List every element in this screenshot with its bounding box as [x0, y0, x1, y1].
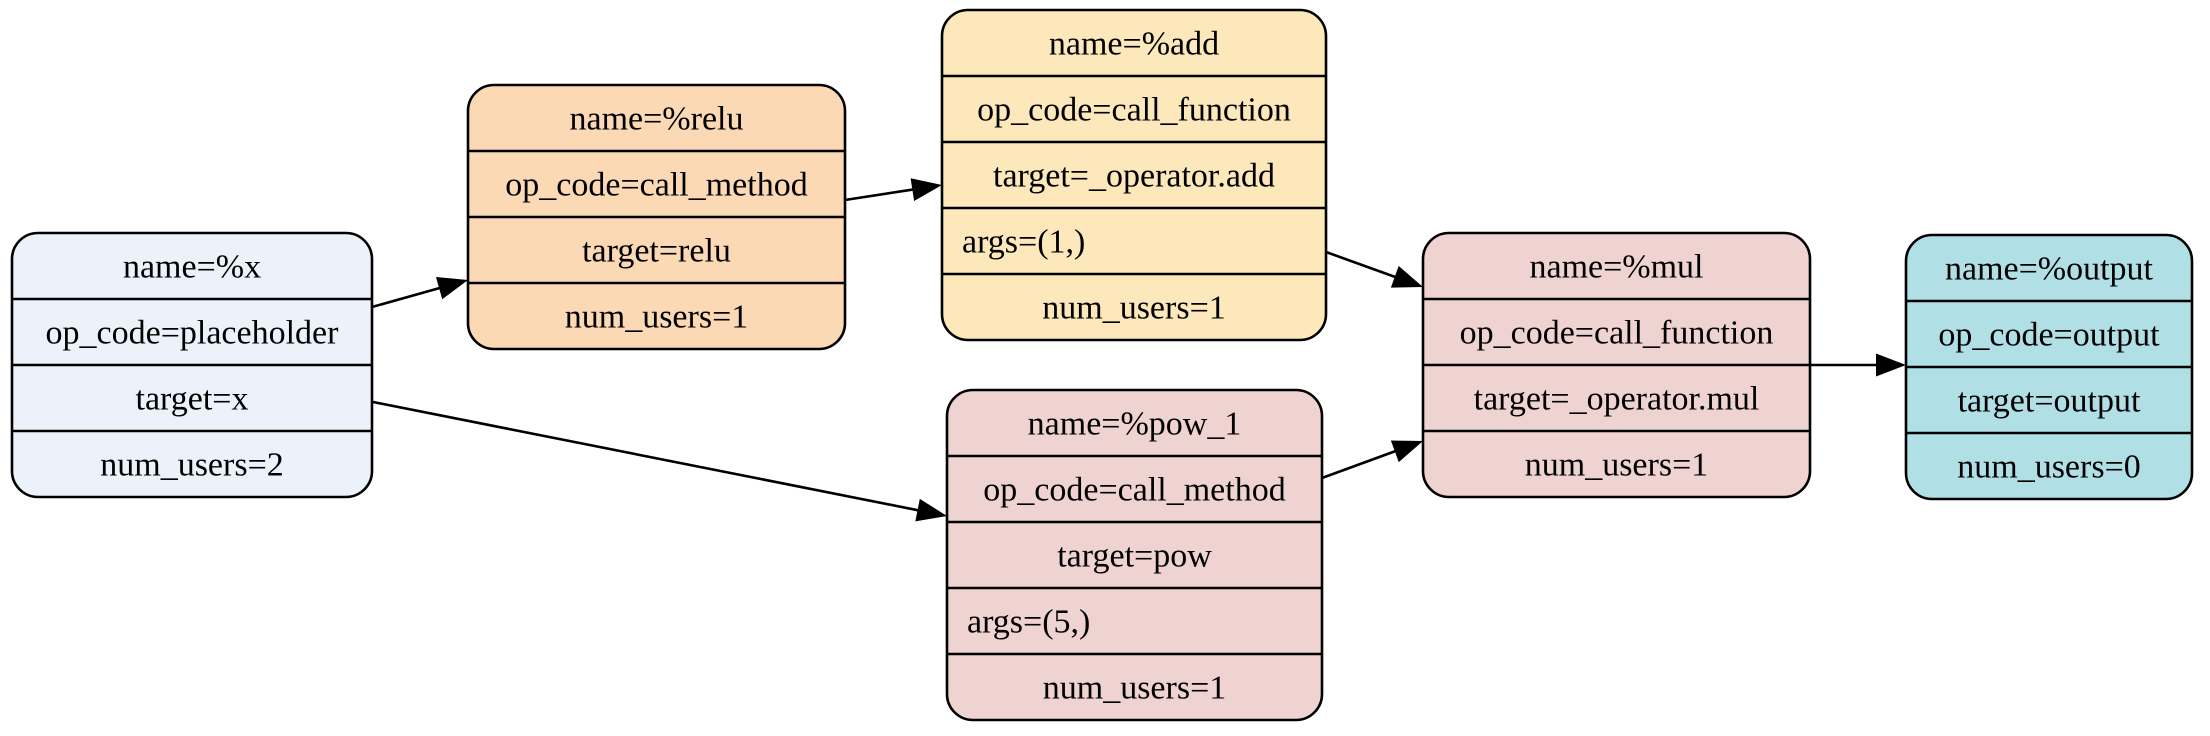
arrowhead-icon [1390, 440, 1423, 463]
node-x-row-3-label: num_users=2 [100, 447, 284, 484]
arrowhead-icon [1876, 353, 1906, 377]
node-mul-row-1-label: op_code=call_function [1460, 315, 1774, 352]
node-relu-row-2-label: target=relu [582, 233, 731, 270]
graph-node-add: name=%add op_code=call_function target=_op… [940, 8, 1328, 342]
node-pow_1-row-2-label: target=pow [1057, 538, 1212, 575]
edge-line [1325, 250, 1398, 279]
node-x-row-0-label: name=%x [123, 249, 261, 286]
edge-line [1321, 449, 1398, 480]
node-mul-row-2-label: target=_operator.mul [1474, 381, 1760, 418]
node-output-row-0-label: name=%output [1945, 251, 2154, 288]
arrowhead-icon [1390, 266, 1423, 288]
node-output-row-1-label: op_code=output [1938, 317, 2160, 354]
edge-relu-to-add [844, 178, 942, 202]
node-x-row-2-label: target=x [136, 381, 249, 418]
node-add-row-3-label: args=(1,) [962, 224, 1085, 261]
graph-node-relu: name=%relu op_code=call_method target=relu… [466, 83, 847, 351]
edge-x-to-relu [371, 277, 468, 309]
edge-line [844, 187, 915, 202]
graph-node-pow_1: name=%pow_1 op_code=call_method target=pow… [945, 388, 1324, 722]
node-mul-row-0-label: name=%mul [1529, 249, 1703, 286]
node-box-pow_1 [945, 388, 1324, 722]
graph-node-output: name=%output op_code=output target=output n… [1904, 233, 2194, 501]
node-add-row-2-label: target=_operator.add [993, 158, 1275, 195]
node-x-row-1-label: op_code=placeholder [46, 315, 340, 352]
edge-x-to-pow_1 [372, 400, 947, 522]
node-add-row-4-label: num_users=1 [1042, 290, 1226, 327]
node-mul-row-3-label: num_users=1 [1525, 447, 1709, 484]
graph-node-x: name=%x op_code=placeholder target=x num_us… [10, 231, 374, 499]
arrowhead-icon [436, 277, 468, 300]
node-add-row-1-label: op_code=call_function [977, 92, 1291, 129]
edge-add-to-mul [1325, 250, 1423, 288]
node-pow_1-row-0-label: name=%pow_1 [1028, 406, 1242, 443]
node-box-add [940, 8, 1328, 342]
node-relu-row-3-label: num_users=1 [565, 299, 749, 336]
node-output-row-3-label: num_users=0 [1957, 449, 2141, 486]
edge-pow_1-to-mul [1321, 440, 1423, 480]
graph-node-mul: name=%mul op_code=call_function target=_op… [1421, 231, 1812, 499]
node-add-row-0-label: name=%add [1049, 26, 1219, 63]
node-relu-row-1-label: op_code=call_method [505, 167, 807, 204]
node-relu-row-0-label: name=%relu [570, 101, 744, 138]
edge-line [371, 286, 442, 309]
node-pow_1-row-3-label: args=(5,) [967, 604, 1090, 641]
arrowhead-icon [910, 178, 942, 201]
node-pow_1-row-1-label: op_code=call_method [983, 472, 1285, 509]
node-output-row-2-label: target=output [1958, 383, 2141, 420]
arrowhead-icon [915, 498, 947, 522]
edge-mul-to-output [1810, 353, 1906, 377]
node-pow_1-row-4-label: num_users=1 [1043, 670, 1227, 707]
edge-line [372, 400, 920, 512]
